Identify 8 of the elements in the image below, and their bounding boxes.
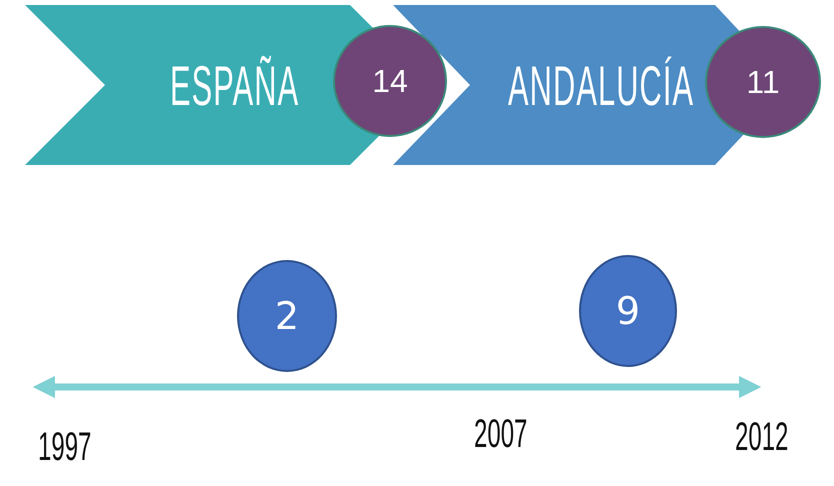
- count-circle: 2: [237, 260, 337, 372]
- year-label: 2012: [735, 415, 788, 460]
- year-label: 1997: [38, 425, 92, 470]
- region-label: ANDALUCÍA: [508, 52, 694, 118]
- region-label: ESPAÑA: [170, 52, 300, 118]
- year-label: 2007: [474, 412, 528, 457]
- count-circle: 9: [579, 255, 677, 367]
- count-circle: 11: [705, 26, 821, 138]
